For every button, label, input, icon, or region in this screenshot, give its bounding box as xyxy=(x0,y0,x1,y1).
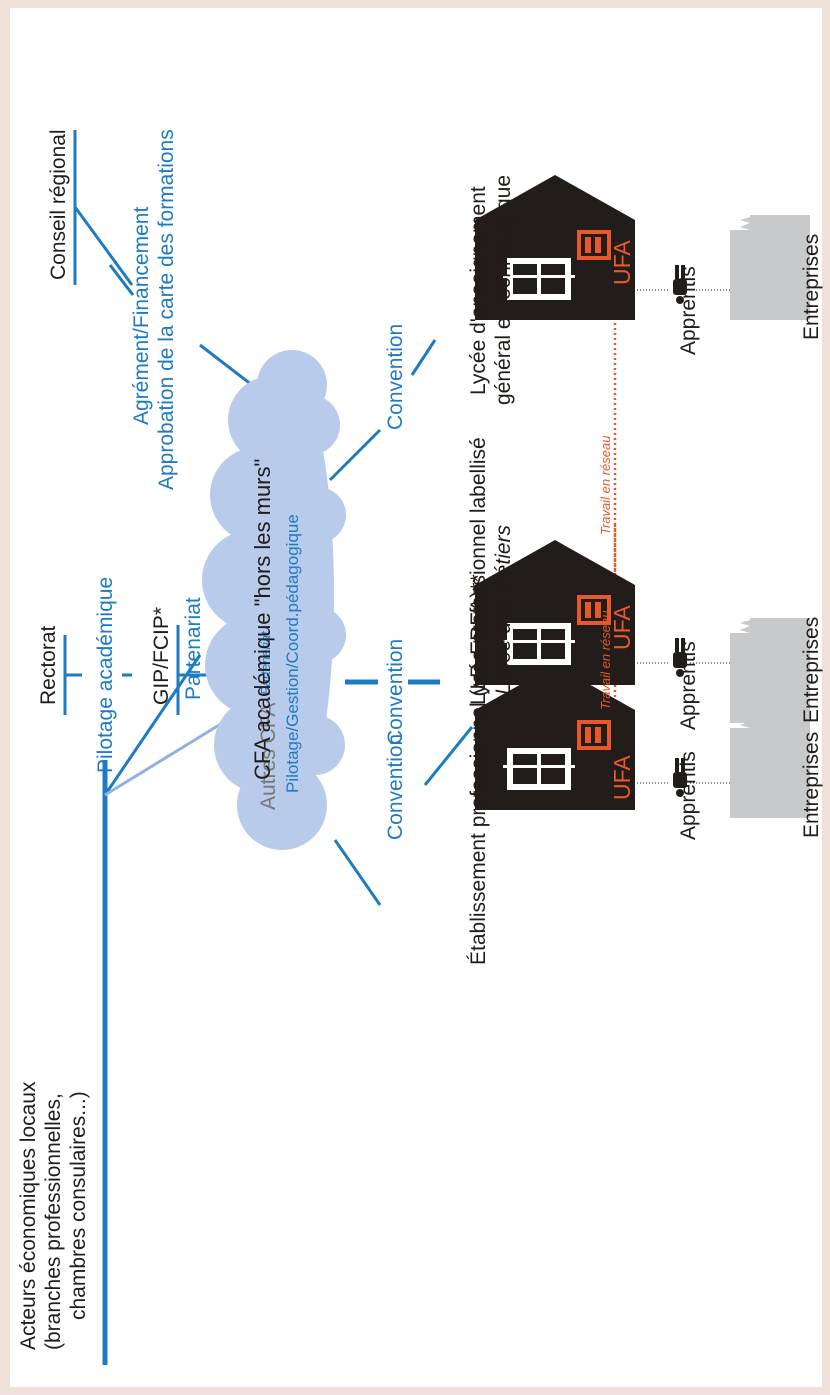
conseil-branch xyxy=(73,206,134,286)
convention-label-3: Convention xyxy=(384,324,407,430)
factory-icon-1 xyxy=(730,713,810,818)
cfa-cloud xyxy=(202,350,346,850)
cfa-roles-label: Pilotage/Gestion/Coord.pédagogique xyxy=(283,514,302,793)
factory-icon-2 xyxy=(730,618,810,723)
pilotage-academique-label: Pilotage académique xyxy=(94,577,117,773)
gip-label: GIP/FCIP* xyxy=(150,607,173,705)
acteurs-label-2: (branches professionnelles, xyxy=(42,1093,65,1350)
lycee-egt-label-1: Lycée d'enseignement xyxy=(467,186,490,395)
cfa-label: CFA académique "hors les murs" xyxy=(250,459,275,780)
agrement-label-1: Agrément/Financement xyxy=(130,207,153,425)
entreprises-label-1: Entreprises xyxy=(800,732,823,838)
entreprises-label-3: Entreprises xyxy=(800,234,823,340)
partenariat-label: Partenariat xyxy=(182,597,205,700)
apprentis-label-1: Apprentis xyxy=(677,751,700,840)
connection-lines xyxy=(63,130,730,1365)
ufa-label-1: UFA xyxy=(609,755,635,800)
conseil-regional-label: Conseil régional xyxy=(47,129,70,280)
convention-label-2: Convention xyxy=(384,639,407,745)
apprentis-label-2: Apprentis xyxy=(677,641,700,730)
lycee-pro-label: Lycée professionnel labellisé xyxy=(467,437,490,705)
convention-1-line-b xyxy=(423,726,474,786)
agrement-label-2: Approbation de la carte des formations xyxy=(155,129,178,490)
factory-icon-3 xyxy=(730,215,810,320)
diagram-panel xyxy=(10,8,822,1387)
acteurs-label-1: Acteurs économiques locaux xyxy=(17,1081,40,1350)
convention-3-line-a xyxy=(328,428,382,482)
acteurs-label-3: chambres consulaires...) xyxy=(67,1091,90,1320)
partenariat-autres-label: Partenariat xyxy=(258,630,273,695)
rectorat-label: Rectorat xyxy=(37,625,60,705)
ufa-label-3: UFA xyxy=(609,240,635,285)
acteurs-partenariat-line xyxy=(103,654,202,796)
reseau-label-1: Travail en réseau xyxy=(598,611,613,710)
lycee-metiers-label: Lycée des métiers xyxy=(492,524,515,695)
autres-cfa-label: Autres CFA xyxy=(257,703,280,810)
entreprises-label-2: Entreprises xyxy=(800,617,823,723)
convention-1-line-a xyxy=(333,839,382,906)
reseau-label-2: Travail en réseau xyxy=(598,436,613,535)
conseil-to-agrement xyxy=(108,264,135,296)
convention-label-1: Convention xyxy=(384,734,407,840)
ufa-label-2: UFA xyxy=(609,605,635,650)
lycee-egt-label-2: général et technologique xyxy=(492,175,515,405)
etab-pro-label: Établissement professionnel (LP, EREA)** xyxy=(467,574,490,965)
convention-3-line-b xyxy=(410,339,437,376)
apprentis-label-3: Apprentis xyxy=(677,266,700,355)
